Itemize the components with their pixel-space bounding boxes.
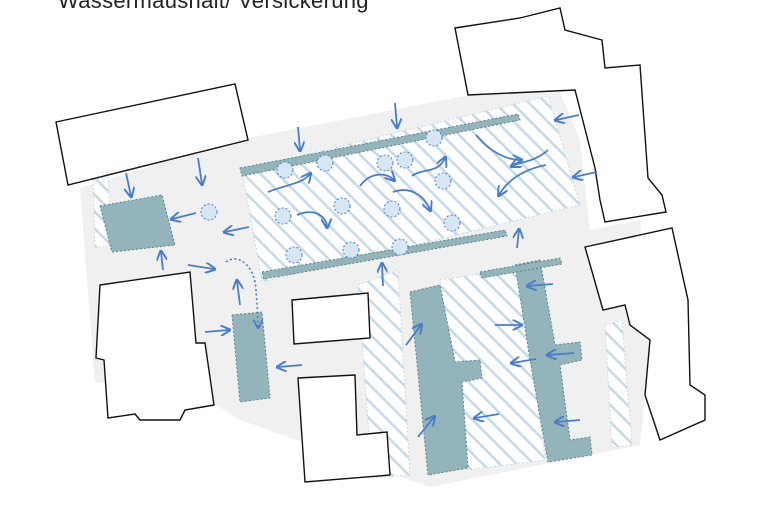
infiltration-point-icon [274,207,292,225]
inflow-arrow-icon [574,172,598,177]
inflow-arrow-icon [417,417,434,438]
inflow-arrow-icon [517,230,519,249]
infiltration-point-icon [383,200,401,218]
south-path-hatch [357,269,411,479]
infiltration-points [200,129,461,264]
infiltration-point-icon [316,154,334,172]
building-west [95,271,215,421]
infiltration-point-icon [391,238,409,256]
infiltration-point-icon [333,197,351,215]
infiltration-point-icon [200,203,218,221]
rotation-arrow-icon [267,174,310,193]
rotation-arrow-icon [296,211,327,227]
infiltration-point-icon [276,161,294,179]
retention-court-top [479,257,563,279]
inflow-arrow-icon [475,414,500,418]
inflow-arrow-icon [198,157,202,184]
inflow-arrow-icon [237,281,240,306]
infiltration-point-icon [396,151,414,169]
page-title: Wassermaushalt/ Versickerung [58,0,369,13]
infiltration-point-icon [285,246,303,264]
central-plaza-hatch [241,95,581,283]
hatched-areas [92,95,633,479]
rotation-arrow-icon [392,189,430,210]
inflow-arrow-icon [278,365,303,367]
inflow-arrow-icon [126,172,131,196]
building-central-small [291,292,371,345]
retention-strip-north [239,113,521,177]
overflow-arrow-icon [225,258,258,327]
flow-arrows [126,102,598,438]
building-north-west [55,83,249,186]
retention-court-west [409,284,483,476]
buildings [55,7,706,483]
inflow-arrow-icon [528,284,554,286]
infiltration-point-icon [434,172,452,190]
inflow-arrow-icon [161,252,163,271]
rotation-arrow-icon [411,158,445,177]
infiltration-point-icon [425,129,443,147]
infiltration-point-icon [342,241,360,259]
inflow-arrow-icon [172,213,197,219]
rotation-arrow-icon [512,149,549,166]
building-south [297,374,391,483]
inflow-arrow-icon [405,325,421,346]
retention-channel-south [231,311,271,403]
retention-areas [99,113,593,476]
infiltration-point-icon [376,154,394,172]
infiltration-point-icon [443,214,461,232]
inflow-arrow-icon [382,264,383,287]
retention-basin-west [99,194,176,253]
inflow-arrow-icon [548,353,575,355]
retention-strip-south [261,229,508,280]
inflow-arrow-icon [298,126,300,150]
inflow-arrow-icon [556,115,580,120]
building-east [584,227,706,441]
inflow-arrow-icon [512,359,537,363]
retention-court-east [514,259,593,463]
inflow-arrow-icon [187,265,214,269]
rotation-arrow-icon [359,175,394,187]
rotation-arrow-icon [499,164,547,195]
inflow-arrow-icon [225,227,250,232]
building-north-east [454,7,667,223]
inflow-arrow-icon [395,102,397,127]
inflow-arrow-icon [556,420,581,422]
inflow-arrow-icon [204,330,229,332]
east-strip-hatch [604,319,633,449]
rotation-arrows [267,134,549,227]
